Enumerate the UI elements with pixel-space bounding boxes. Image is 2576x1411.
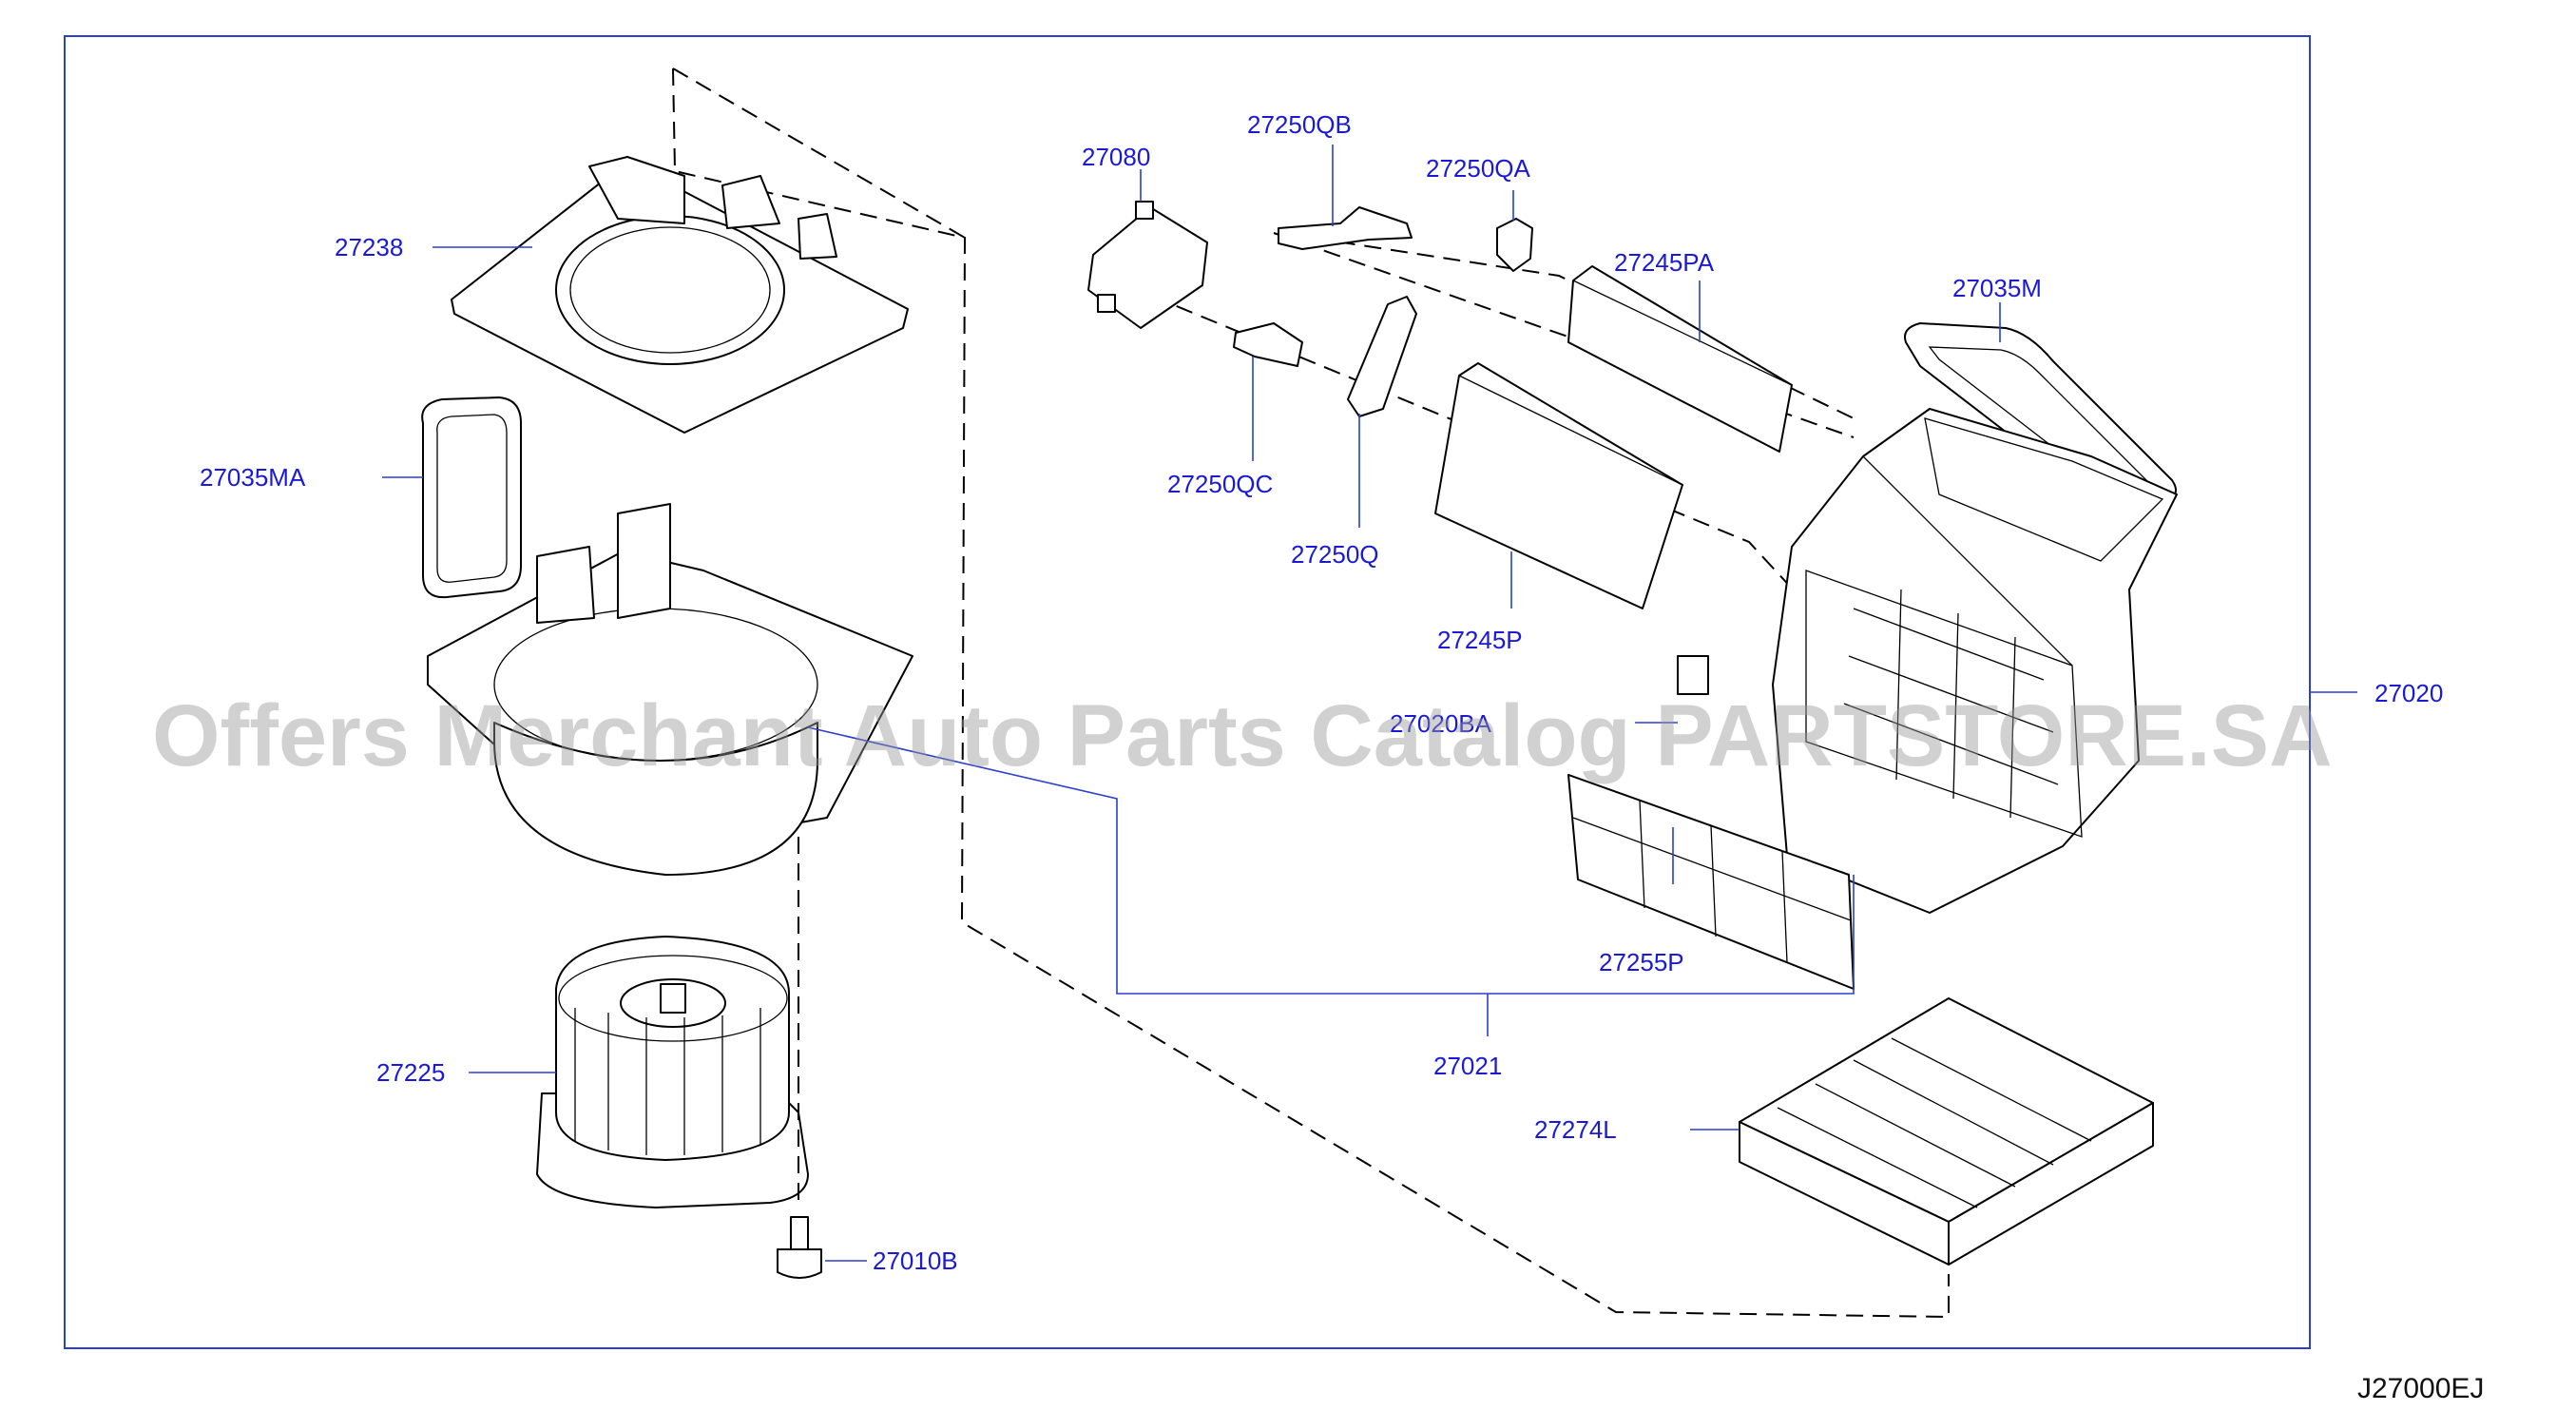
part-27225-drawing <box>536 936 809 1208</box>
part-27035MA-drawing <box>421 396 522 599</box>
part-27080-drawing <box>1087 201 1208 329</box>
label-27020[interactable]: 27020 <box>2374 679 2443 707</box>
label-27250QA[interactable]: 27250QA <box>1426 154 1531 183</box>
part-27245PA-drawing <box>1567 265 1793 453</box>
part-blower-housing-drawing <box>427 503 913 876</box>
label-27250QC[interactable]: 27250QC <box>1167 470 1273 498</box>
label-27010B[interactable]: 27010B <box>873 1247 958 1275</box>
label-27245PA[interactable]: 27245PA <box>1614 248 1715 277</box>
label-27250QB[interactable]: 27250QB <box>1247 110 1352 139</box>
label-27035MA[interactable]: 27035MA <box>200 463 306 492</box>
part-27274L-drawing <box>1739 997 2154 1266</box>
label-27245P[interactable]: 27245P <box>1437 626 1523 654</box>
part-27250QA-drawing <box>1496 218 1533 272</box>
assembly-dashed-outline-2 <box>672 68 966 239</box>
part-27250QC-drawing <box>1233 322 1303 367</box>
part-27020-drawing <box>1677 408 2178 914</box>
leader-lines <box>382 145 2357 1262</box>
part-27245P-drawing <box>1434 362 1683 609</box>
label-27250Q[interactable]: 27250Q <box>1291 540 1379 569</box>
label-27255P[interactable]: 27255P <box>1599 948 1684 976</box>
part-27250QB-drawing <box>1278 206 1413 250</box>
label-27035M[interactable]: 27035M <box>1952 274 2042 302</box>
label-27238[interactable]: 27238 <box>335 233 403 261</box>
part-27010B-drawing <box>777 1216 822 1279</box>
part-27250Q-drawing <box>1347 296 1417 417</box>
drawing-code: J27000EJ <box>2357 1373 2484 1404</box>
label-27080[interactable]: 27080 <box>1082 143 1150 171</box>
watermark: Offers Merchant Auto Parts Catalog PARTS… <box>152 687 2333 784</box>
label-27020BA[interactable]: 27020BA <box>1390 709 1492 738</box>
label-27021[interactable]: 27021 <box>1433 1052 1502 1080</box>
part-27238-drawing <box>451 156 909 434</box>
label-27225[interactable]: 27225 <box>376 1058 445 1087</box>
label-27274L[interactable]: 27274L <box>1534 1115 1617 1144</box>
